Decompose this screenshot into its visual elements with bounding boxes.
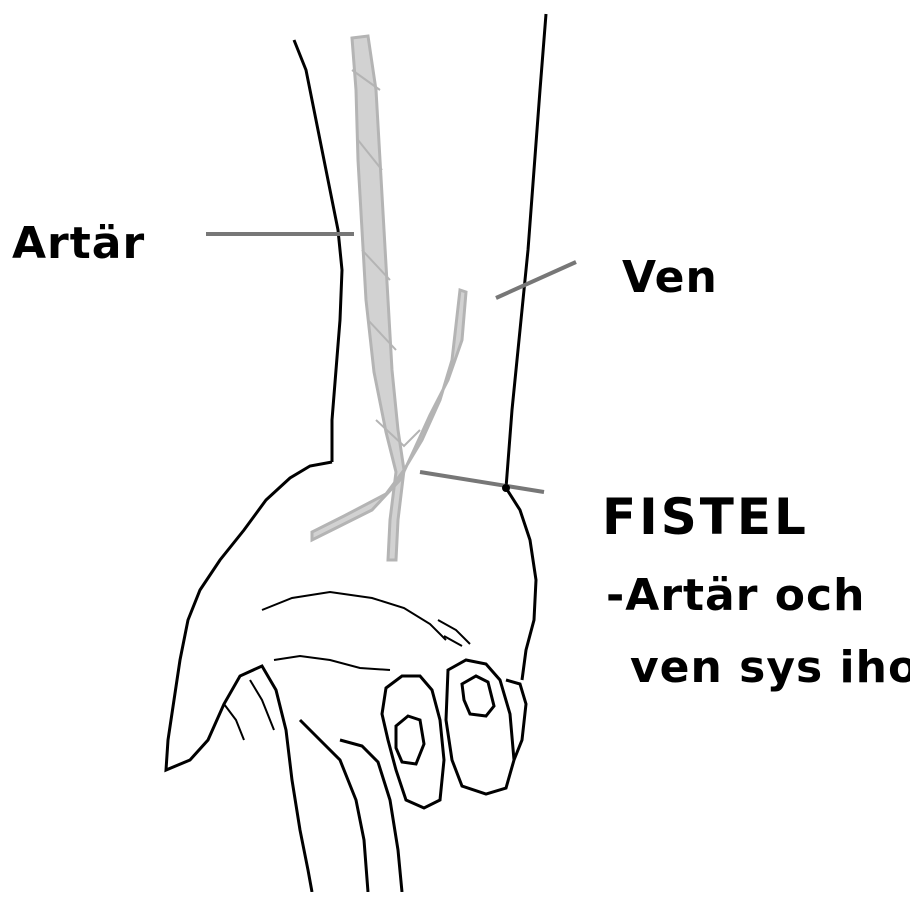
finger-middle [382, 676, 444, 808]
forearm-left-edge [294, 40, 342, 462]
forearm-right-edge [506, 14, 546, 488]
palm-crease-lower [274, 656, 390, 670]
label-fistula: FISTEL [602, 488, 809, 546]
label-description-line1: -Artär och [606, 570, 865, 621]
label-artery: Artär [12, 218, 145, 269]
fingernail-middle [396, 716, 424, 764]
palm-crease [262, 592, 446, 640]
fingernail-ring [462, 676, 494, 716]
hand-right-outline [506, 488, 536, 680]
label-vein: Ven [622, 252, 718, 303]
hand-thumb-outline [166, 462, 332, 892]
label-description-line2: ven sys ihop [630, 642, 910, 693]
leader-line-vein [496, 262, 576, 298]
finger-ring [446, 660, 514, 794]
knuckle-lines [438, 620, 470, 646]
leader-line-fistula [420, 472, 544, 492]
fistula-point [502, 484, 510, 492]
finger-little [506, 680, 526, 760]
